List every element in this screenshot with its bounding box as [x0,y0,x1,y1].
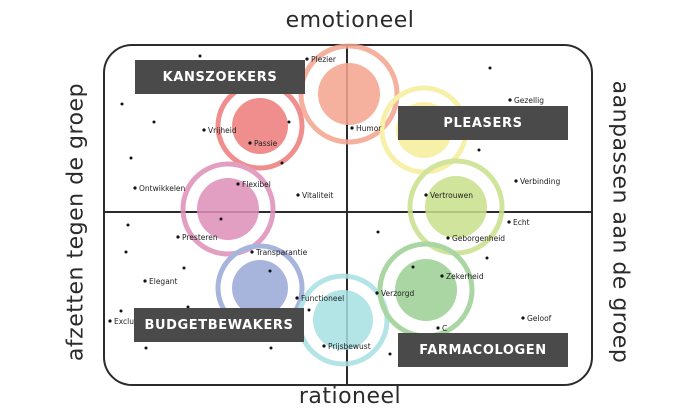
ring-pink [180,161,276,257]
word-verzorgd: Verzorgd [381,289,414,298]
group-farmacologen: FARMACOLOGEN [398,333,568,367]
word-geloof: Geloof [527,314,552,323]
word-functioneel: Functioneel [301,294,344,303]
ring-salmon [298,43,400,145]
group-pleasers: PLEASERS [398,106,568,140]
word-prijsbewust: Prijsbewust [328,342,371,351]
word-vertrouwen: Vertrouwen [430,191,473,200]
word-vitaliteit: Vitaliteit [302,191,333,200]
word-c: C [442,324,447,333]
word-transparantie: Transparantie [255,248,308,257]
word-flexibel: Flexibel [242,180,271,189]
word-ontwikkelen: Ontwikkelen [139,184,186,193]
circle-pink [197,178,259,240]
group-kanszoekers: KANSZOEKERS [135,60,305,94]
axis-label-bottom: rationeel [298,384,402,409]
word-vrijheid: Vrijheid [208,126,237,135]
group-budgetbewakers: BUDGETBEWAKERS [134,308,304,342]
word-exclu: Exclu [114,317,134,326]
word-geborgenheid: Geborgenheid [452,234,505,243]
word-echt: Echt [513,218,530,227]
word-presteren: Presteren [182,233,218,242]
word-elegant: Elegant [149,277,178,286]
word-verbinding: Verbinding [520,177,560,186]
word-zekerheid: Zekerheid [446,272,484,281]
scatter-dots [119,54,492,356]
word-gezellig: Gezellig [514,96,544,105]
word-passie: Passie [254,139,278,148]
axis-label-left: afzetten tegen de groep [63,82,89,362]
circle-green [425,176,487,238]
circle-coral [232,98,288,154]
word-plezier: Plezier [311,55,337,64]
circle-blue [232,260,288,316]
axis-label-right: aanpassen aan de groep [607,80,633,364]
circle-teal [313,290,373,350]
circle-salmon [318,63,380,125]
word-humor: Humor [356,124,382,133]
axis-label-top: emotioneel [285,8,415,33]
